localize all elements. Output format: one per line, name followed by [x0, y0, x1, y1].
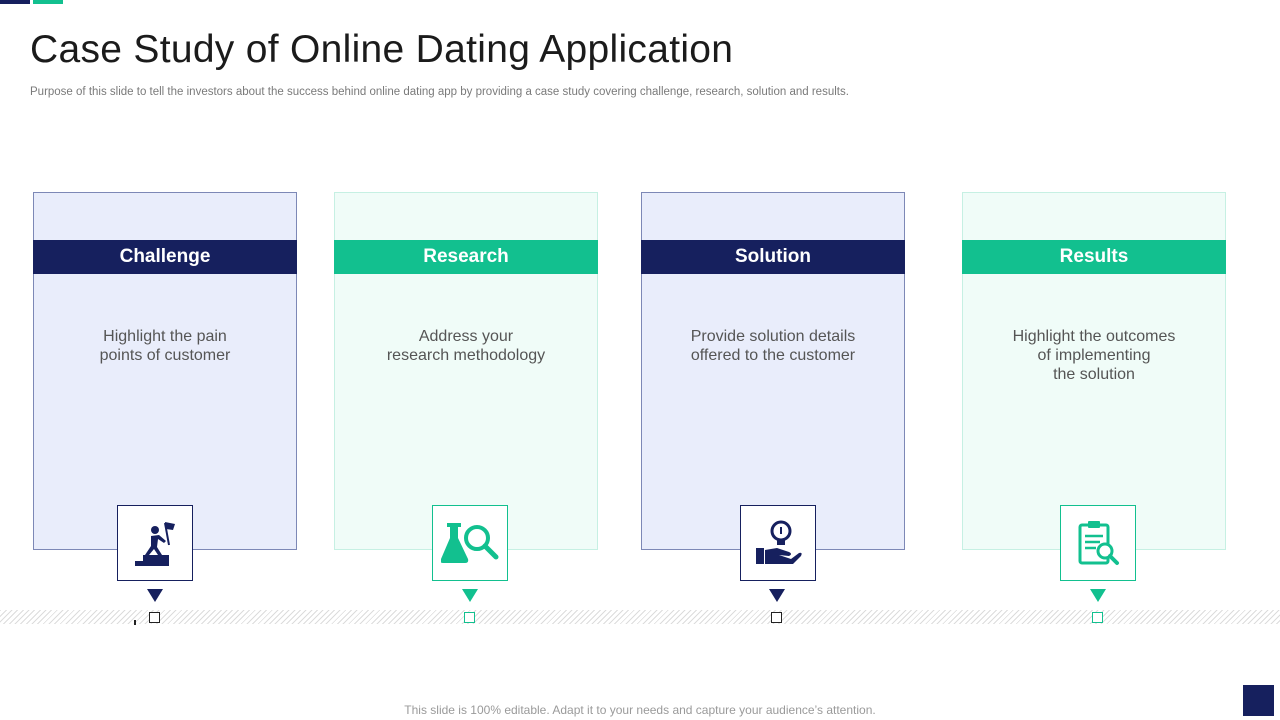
corner-accent-navy: [0, 0, 30, 4]
card-text: Address your research methodology: [386, 328, 546, 364]
marker-results: [1092, 612, 1103, 623]
hand-lightbulb-icon: [756, 520, 802, 564]
pointer-research: [462, 589, 478, 602]
climber-flag-icon: [135, 522, 175, 566]
icon-box-results: [1060, 505, 1136, 581]
card-heading: Solution: [641, 240, 905, 274]
clipboard-search-icon: [1078, 521, 1119, 565]
card-heading: Research: [334, 240, 598, 274]
card-text: Highlight the outcomes of implementing t…: [1012, 328, 1176, 383]
slide-title: Case Study of Online Dating Application: [30, 28, 734, 71]
card-heading: Results: [962, 240, 1226, 274]
timeline-tick: [134, 620, 136, 625]
card-solution: Solution Provide solution details offere…: [641, 192, 905, 550]
marker-research: [464, 612, 475, 623]
pointer-results: [1090, 589, 1106, 602]
corner-accent-green: [33, 0, 63, 4]
icon-box-research: [432, 505, 508, 581]
timeline-band: [0, 610, 1280, 624]
card-research: Research Address your research methodolo…: [334, 192, 598, 550]
icon-box-solution: [740, 505, 816, 581]
icon-box-challenge: [117, 505, 193, 581]
pointer-solution: [769, 589, 785, 602]
marker-solution: [771, 612, 782, 623]
marker-challenge: [149, 612, 160, 623]
flask-magnifier-icon: [441, 523, 499, 563]
card-challenge: Challenge Highlight the pain points of c…: [33, 192, 297, 550]
card-heading: Challenge: [33, 240, 297, 274]
slide-subtitle: Purpose of this slide to tell the invest…: [30, 86, 849, 98]
card-results: Results Highlight the outcomes of implem…: [962, 192, 1226, 550]
corner-square: [1243, 685, 1274, 716]
slide-footer: This slide is 100% editable. Adapt it to…: [404, 703, 876, 717]
card-text: Highlight the pain points of customer: [99, 328, 231, 364]
card-text: Provide solution details offered to the …: [690, 328, 856, 364]
pointer-challenge: [147, 589, 163, 602]
